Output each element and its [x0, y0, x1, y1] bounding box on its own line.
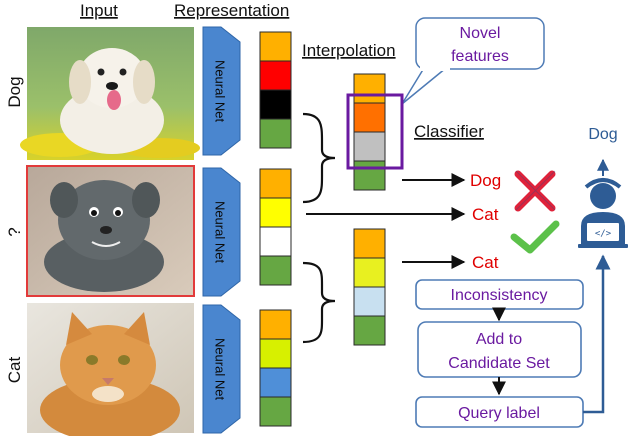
neural-net-label-2: Neural Net	[213, 201, 228, 264]
interpolated-vector-top	[353, 73, 386, 191]
callout-line-2: features	[451, 48, 509, 65]
feature-unknown-cell-2	[259, 197, 292, 228]
neural-net-label-3: Neural Net	[213, 338, 228, 401]
interp-bottom-cell-3	[353, 286, 386, 317]
flow-query-label: Query label	[415, 396, 584, 428]
flow-add-to-candidate-set: Add to Candidate Set	[417, 321, 582, 378]
interp-bottom-cell-4	[353, 315, 386, 346]
code-icon: </>	[595, 229, 612, 239]
neural-net-1: Neural Net	[202, 26, 241, 156]
brace-bottom	[302, 261, 336, 344]
query-arrow	[583, 254, 611, 414]
header-representation: Representation	[174, 1, 289, 20]
red-cross-icon	[514, 170, 556, 212]
interp-top-cell-4	[353, 160, 386, 191]
svg-text:Add to: Add to	[476, 331, 522, 348]
feature-unknown-cell-3	[259, 226, 292, 257]
interp-bottom-cell-1	[353, 228, 386, 259]
row-label-dog: Dog	[5, 76, 24, 107]
svg-text:Query label: Query label	[458, 405, 540, 422]
brace-top	[302, 112, 336, 204]
user-laptop-icon: </>	[578, 178, 628, 248]
puppy-photo	[26, 165, 195, 297]
feature-vector-cat	[259, 309, 292, 427]
feature-unknown-cell-4	[259, 255, 292, 286]
novel-features-highlight	[346, 93, 404, 170]
neural-net-label-1: Neural Net	[213, 60, 228, 123]
neural-net-2: Neural Net	[202, 167, 241, 297]
interp-top-cell-3	[353, 131, 386, 162]
interpolated-vector-bottom	[353, 228, 386, 346]
feature-cat-cell-1	[259, 309, 292, 340]
prediction-2: Cat	[472, 205, 499, 224]
interp-top-cell-2	[353, 102, 386, 133]
feature-cat-cell-3	[259, 367, 292, 398]
feature-dog-cell-4	[259, 118, 292, 149]
row-label-unknown: ?	[5, 227, 24, 236]
feature-dog-cell-2	[259, 60, 292, 91]
header-classifier: Classifier	[414, 122, 484, 141]
feature-unknown-cell-1	[259, 168, 292, 199]
feature-vector-dog	[259, 31, 292, 149]
neural-net-3: Neural Net	[202, 304, 241, 434]
green-check-icon	[510, 220, 560, 254]
novel-features-callout: Novel features	[401, 17, 545, 105]
feature-dog-cell-3	[259, 89, 292, 120]
flow-inconsistency: Inconsistency	[415, 279, 584, 310]
interp-bottom-cell-2	[353, 257, 386, 288]
prediction-1: Dog	[470, 171, 501, 190]
svg-text:Candidate Set: Candidate Set	[448, 355, 550, 372]
feature-cat-cell-2	[259, 338, 292, 369]
header-input: Input	[80, 1, 118, 20]
feature-vector-unknown	[259, 168, 292, 286]
header-interpolation: Interpolation	[302, 41, 396, 60]
cat-photo	[27, 303, 194, 436]
feature-dog-cell-1	[259, 31, 292, 62]
callout-line-1: Novel	[460, 25, 501, 42]
prediction-3: Cat	[472, 253, 499, 272]
row-label-cat: Cat	[5, 357, 24, 384]
feature-cat-cell-4	[259, 396, 292, 427]
user-answer: Dog	[588, 126, 617, 143]
dog-photo	[20, 27, 200, 160]
svg-text:Inconsistency: Inconsistency	[451, 287, 548, 304]
interp-top-cell-1	[353, 73, 386, 104]
